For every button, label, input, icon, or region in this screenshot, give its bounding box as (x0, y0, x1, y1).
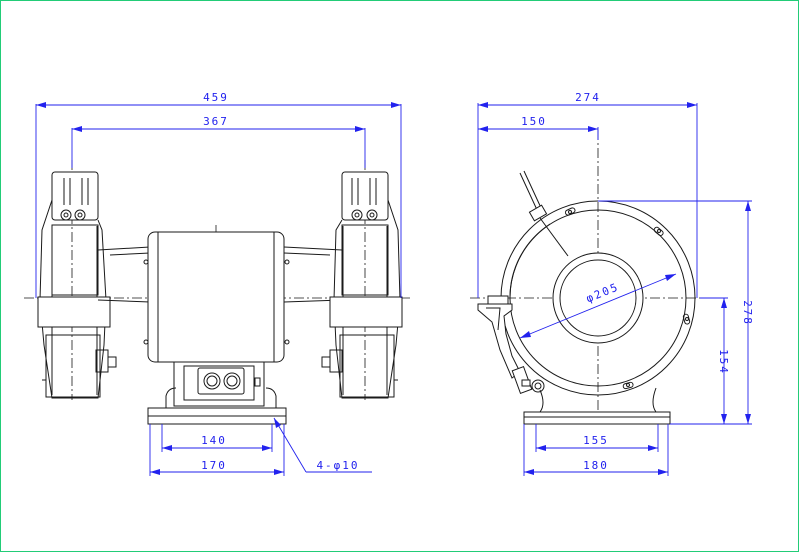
tool-rest (477, 295, 521, 379)
dim-155: 155 (583, 434, 609, 447)
front-base (147, 387, 287, 425)
dim-150: 150 (521, 115, 547, 128)
front-view: 459 367 140 170 4-φ10 (24, 91, 410, 476)
dim-278: 278 (741, 300, 754, 326)
dim-180: 180 (583, 459, 609, 472)
motor-body (143, 231, 290, 363)
dim-367: 367 (203, 115, 229, 128)
dim-274: 274 (575, 91, 601, 104)
dim-459: 459 (203, 91, 229, 104)
side-dimensions (477, 102, 752, 476)
side-base (523, 387, 671, 425)
dim-mount-holes: 4-φ10 (316, 459, 359, 472)
switch-box (173, 361, 265, 407)
dim-154: 154 (717, 349, 730, 375)
dim-170: 170 (201, 459, 227, 472)
side-view: 274 150 φ205 278 154 155 180 (470, 91, 754, 476)
left-wheel-guard (37, 171, 117, 399)
eye-shield-arm (519, 170, 569, 257)
front-dimensions (35, 102, 402, 476)
right-wheel-guard (321, 171, 403, 399)
adjuster (511, 366, 545, 394)
dim-140: 140 (201, 434, 227, 447)
